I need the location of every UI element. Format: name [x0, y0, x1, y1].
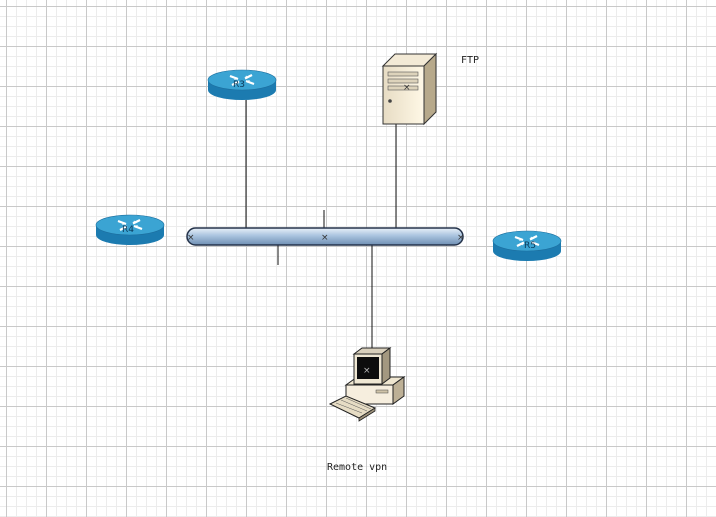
svg-text:×: × — [457, 233, 465, 243]
svg-text:×: × — [363, 366, 371, 376]
server-icon: × — [381, 52, 438, 126]
remote-pc[interactable]: × — [328, 347, 406, 422]
svg-text:×: × — [187, 233, 195, 243]
router-top-label: R3 — [233, 80, 245, 90]
svg-text:×: × — [403, 83, 411, 93]
ftp-server[interactable]: × — [381, 52, 438, 126]
ftp-server-label: FTP — [461, 55, 480, 66]
workstation-icon: × — [328, 347, 406, 422]
router-left-label: R4 — [122, 225, 134, 235]
remote-pc-label: Remote vpn — [327, 462, 388, 473]
router-right-label: R5 — [524, 241, 536, 251]
lan-bus[interactable]: × × × — [186, 227, 465, 246]
svg-text:×: × — [321, 233, 329, 243]
